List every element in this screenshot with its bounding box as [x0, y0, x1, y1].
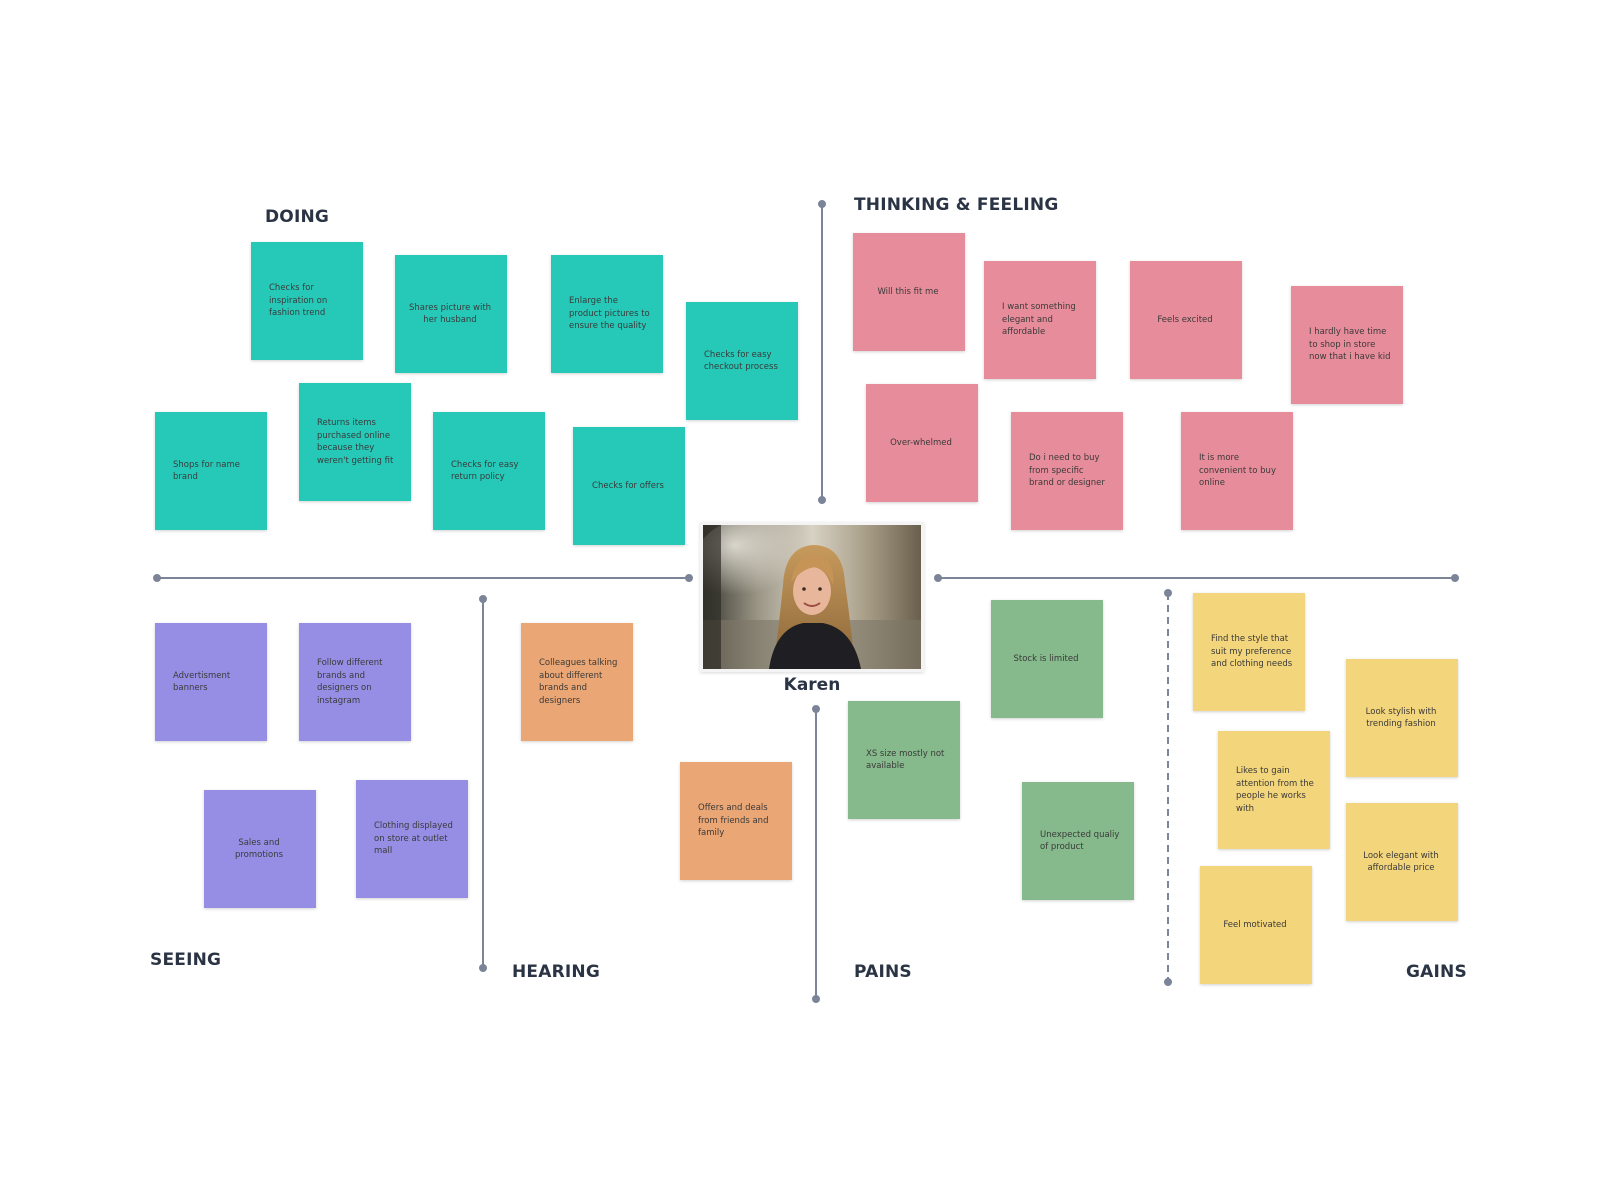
sticky-note-seeing[interactable]: Advertisment banners: [155, 623, 267, 741]
sticky-note-thinking[interactable]: It is more convenient to buy online: [1181, 412, 1293, 530]
sticky-note-gains[interactable]: Feel motivated: [1200, 866, 1312, 984]
heading-doing: DOING: [265, 207, 330, 227]
heading-hearing: HEARING: [512, 962, 600, 982]
sticky-note-thinking[interactable]: I hardly have time to shop in store now …: [1291, 286, 1403, 404]
sticky-note-gains[interactable]: Likes to gain attention from the people …: [1218, 731, 1330, 849]
sticky-note-doing[interactable]: Shares picture with her husband: [395, 255, 507, 373]
divider-end-dot: [1164, 589, 1172, 597]
persona-name: Karen: [783, 675, 841, 695]
sticky-note-gains[interactable]: Look stylish with trending fashion: [1346, 659, 1458, 777]
heading-gains: GAINS: [1406, 962, 1467, 982]
divider-end-dot: [685, 574, 693, 582]
persona-photo: [700, 522, 924, 672]
sticky-note-gains[interactable]: Look elegant with affordable price: [1346, 803, 1458, 921]
sticky-note-seeing[interactable]: Follow different brands and designers on…: [299, 623, 411, 741]
sticky-note-pains[interactable]: Unexpected qualiy of product: [1022, 782, 1134, 900]
sticky-note-doing[interactable]: Checks for easy checkout process: [686, 302, 798, 420]
sticky-note-thinking[interactable]: Feels excited: [1130, 261, 1242, 379]
sticky-note-doing[interactable]: Checks for easy return policy: [433, 412, 545, 530]
sticky-note-pains[interactable]: XS size mostly not available: [848, 701, 960, 819]
sticky-note-thinking[interactable]: Do i need to buy from specific brand or …: [1011, 412, 1123, 530]
heading-thinking-feeling: THINKING & FEELING: [854, 195, 1059, 215]
sticky-note-doing[interactable]: Checks for inspiration on fashion trend: [251, 242, 363, 360]
sticky-note-thinking[interactable]: Over-whelmed: [866, 384, 978, 502]
sticky-note-doing[interactable]: Shops for name brand: [155, 412, 267, 530]
heading-seeing: SEEING: [150, 950, 222, 970]
sticky-note-thinking[interactable]: I want something elegant and affordable: [984, 261, 1096, 379]
divider-end-dot: [153, 574, 161, 582]
divider-end-dot: [812, 995, 820, 1003]
sticky-note-seeing[interactable]: Sales and promotions: [204, 790, 316, 908]
heading-pains: PAINS: [854, 962, 912, 982]
persona-photo-image: [703, 525, 921, 669]
sticky-note-gains[interactable]: Find the style that suit my preference a…: [1193, 593, 1305, 711]
sticky-note-seeing[interactable]: Clothing displayed on store at outlet ma…: [356, 780, 468, 898]
divider-end-dot: [479, 964, 487, 972]
sticky-note-doing[interactable]: Returns items purchased online because t…: [299, 383, 411, 501]
divider-end-dot: [812, 705, 820, 713]
sticky-note-doing[interactable]: Checks for offers: [573, 427, 685, 545]
sticky-note-pains[interactable]: Stock is limited: [991, 600, 1103, 718]
divider-end-dot: [818, 496, 826, 504]
sticky-note-doing[interactable]: Enlarge the product pictures to ensure t…: [551, 255, 663, 373]
sticky-note-hearing[interactable]: Colleagues talking about different brand…: [521, 623, 633, 741]
divider-end-dot: [1451, 574, 1459, 582]
sticky-note-thinking[interactable]: Will this fit me: [853, 233, 965, 351]
sticky-note-hearing[interactable]: Offers and deals from friends and family: [680, 762, 792, 880]
divider-end-dot: [818, 200, 826, 208]
divider-end-dot: [1164, 978, 1172, 986]
divider-end-dot: [934, 574, 942, 582]
divider-end-dot: [479, 595, 487, 603]
